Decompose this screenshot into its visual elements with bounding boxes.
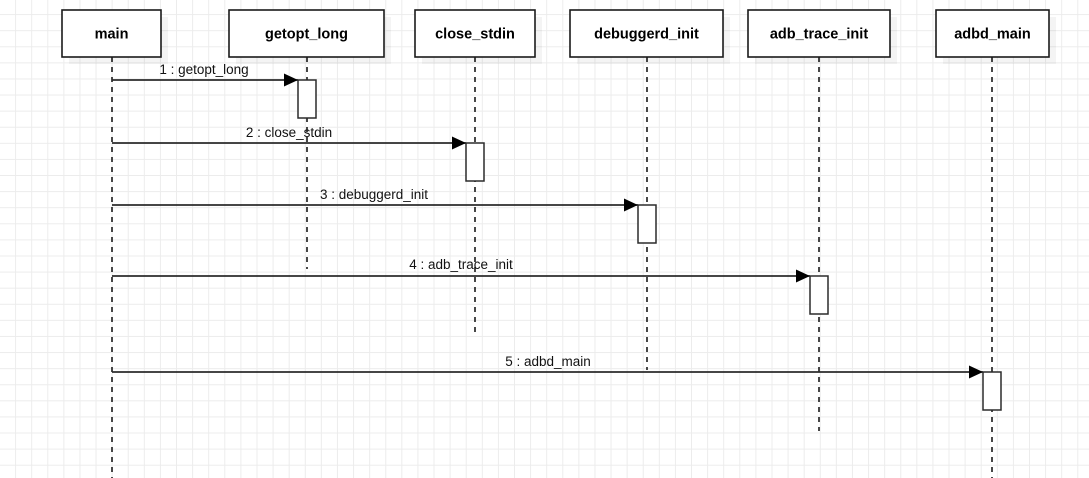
participant-box-main[interactable] [61, 9, 162, 58]
participant-label-adbd_main: adbd_main [954, 26, 1031, 42]
message-label-5: 5 : adbd_main [505, 354, 591, 369]
activation-bar-close_stdin [465, 142, 485, 182]
message-labels-layer: 1 : getopt_long 2 : close_stdin 3 : debugg… [159, 62, 590, 369]
activation-bar-adbd_main [982, 371, 1002, 411]
arrowhead-icon-2 [452, 136, 466, 150]
participant-label-getopt_long: getopt_long [265, 26, 348, 42]
activation-bar-getopt_long [297, 79, 317, 119]
activations-layer [297, 79, 1002, 411]
messages-layer [112, 73, 983, 379]
participant-label-close_stdin: close_stdin [435, 26, 515, 42]
message-label-1: 1 : getopt_long [159, 62, 248, 77]
participant-box-getopt_long[interactable] [228, 9, 385, 58]
arrowhead-icon-4 [796, 269, 810, 283]
message-label-4: 4 : adb_trace_init [409, 257, 513, 272]
arrowhead-icon-5 [969, 365, 983, 379]
arrowhead-icon-3 [624, 198, 638, 212]
activation-bar-adb_trace_init [809, 275, 829, 315]
participant-label-main: main [95, 26, 129, 42]
lifelines-layer [111, 57, 993, 478]
participant-box-debuggerd_init[interactable] [569, 9, 724, 58]
participant-box-adbd_main[interactable] [935, 9, 1050, 58]
arrowhead-icon-1 [284, 73, 298, 87]
message-label-3: 3 : debuggerd_init [320, 187, 428, 202]
participant-label-debuggerd_init: debuggerd_init [594, 26, 699, 42]
activation-bar-debuggerd_init [637, 204, 657, 244]
participants-layer: main getopt_long close_stdin debuggerd_init… [61, 9, 1056, 64]
message-label-2: 2 : close_stdin [246, 125, 332, 140]
participant-box-close_stdin[interactable] [414, 9, 536, 58]
participant-box-adb_trace_init[interactable] [747, 9, 891, 58]
participant-label-adb_trace_init: adb_trace_init [770, 26, 868, 42]
